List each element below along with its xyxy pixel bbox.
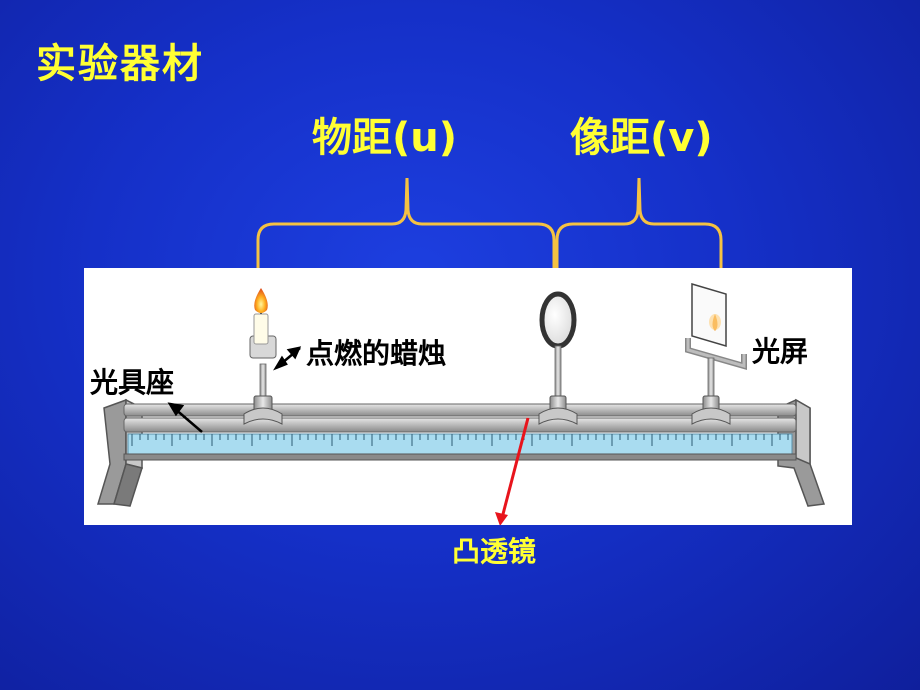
object-distance-label: 物距(u)	[312, 115, 458, 161]
bench-pointer-arrow	[167, 402, 203, 433]
scale-ticks	[131, 434, 789, 446]
image-distance-label: 像距(v)	[570, 115, 713, 161]
lens-pointer-arrow	[495, 417, 530, 526]
candle-label: 点燃的蜡烛	[306, 337, 447, 370]
optical-bench-label: 光具座	[90, 366, 175, 399]
slide-title: 实验器材	[36, 41, 204, 87]
light-screen	[685, 282, 747, 425]
convex-lens	[538, 291, 578, 425]
apparatus-panel: 点燃的蜡烛 光具座 光屏	[84, 268, 852, 526]
object-distance-brace	[256, 177, 556, 268]
screen-label: 光屏	[752, 335, 809, 368]
candle-holder	[243, 363, 283, 425]
image-distance-brace	[555, 177, 723, 268]
front-rail	[123, 417, 797, 433]
convex-lens-label: 凸透镜	[452, 535, 537, 568]
back-rail	[123, 403, 797, 417]
optical-bench-illustration	[96, 282, 826, 526]
candle	[249, 288, 277, 359]
candle-pointer-arrow	[273, 346, 302, 371]
flame	[254, 288, 268, 313]
